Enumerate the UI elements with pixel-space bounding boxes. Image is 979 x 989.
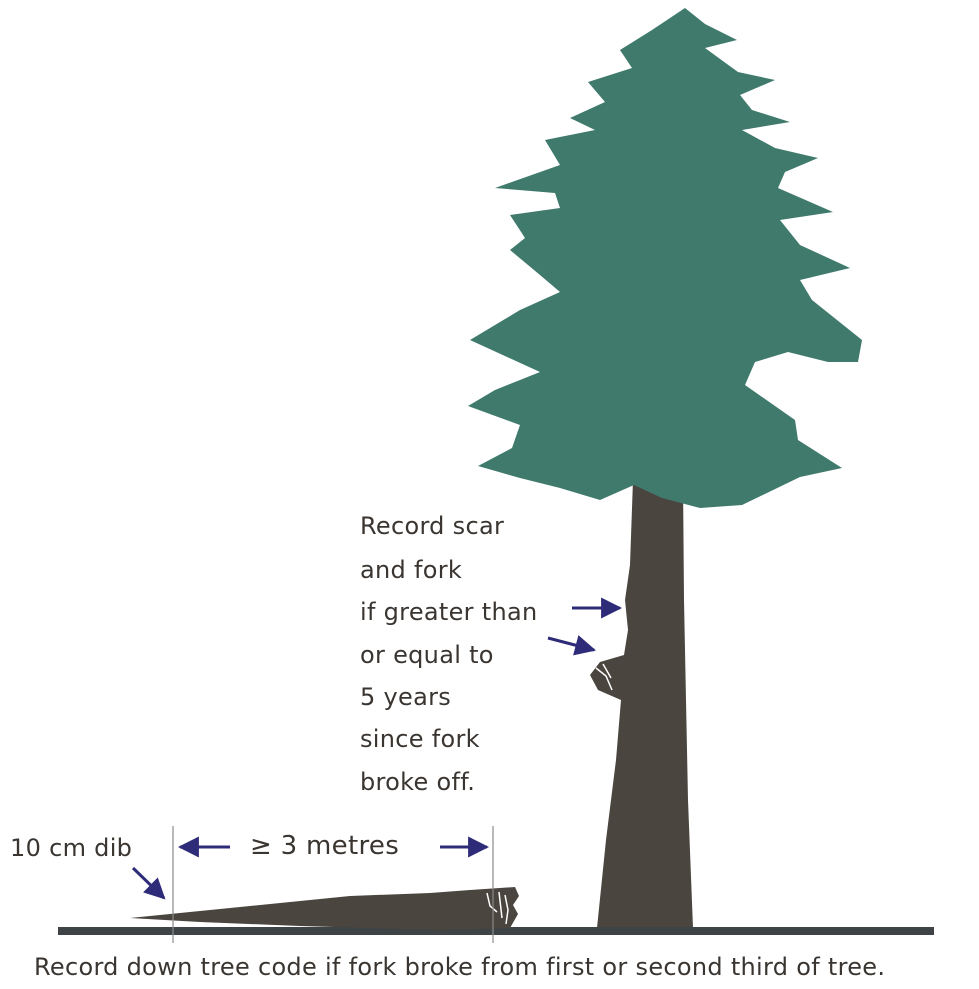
dib-arrow xyxy=(133,868,164,898)
tree-trunk xyxy=(590,480,693,928)
tree-foliage xyxy=(468,8,862,508)
length-label: ≥ 3 metres xyxy=(250,831,399,861)
note-line: or equal to xyxy=(360,640,494,670)
note-line: if greater than xyxy=(360,597,538,627)
note-line: and fork xyxy=(360,555,462,585)
fork-arrow-lower xyxy=(548,638,594,650)
dib-label: 10 cm dib xyxy=(10,834,132,862)
note-line: broke off. xyxy=(360,767,475,797)
caption: Record down tree code if fork broke from… xyxy=(34,953,885,981)
note-line: since fork xyxy=(360,724,480,754)
fallen-fork-log xyxy=(130,887,519,930)
note-line: 5 years xyxy=(360,682,451,712)
note-line: Record scar xyxy=(360,511,504,541)
